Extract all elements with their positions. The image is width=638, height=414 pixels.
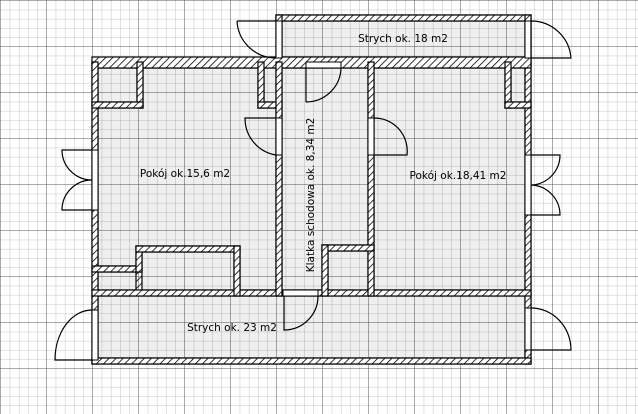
doors <box>54 20 572 361</box>
door-attic-top-left <box>236 20 283 59</box>
label-staircase: Klatka schodowa ok. 8,34 m2 <box>305 118 317 273</box>
door-room-right <box>367 117 408 156</box>
label-room-right: Pokój ok.18,41 m2 <box>410 170 507 182</box>
window-left <box>61 149 99 211</box>
door-staircase-top <box>305 61 342 103</box>
label-attic-bottom: Strych ok. 23 m2 <box>187 322 277 334</box>
door-attic-bottom-left <box>54 309 99 361</box>
door-room-left <box>244 117 283 156</box>
window-right <box>524 154 561 216</box>
door-attic-bottom-right <box>524 307 572 351</box>
label-room-left: Pokój ok.15,6 m2 <box>140 168 230 180</box>
label-attic-top: Strych ok. 18 m2 <box>358 33 448 45</box>
door-staircase-bottom <box>282 289 319 331</box>
door-attic-top-right <box>524 20 572 59</box>
